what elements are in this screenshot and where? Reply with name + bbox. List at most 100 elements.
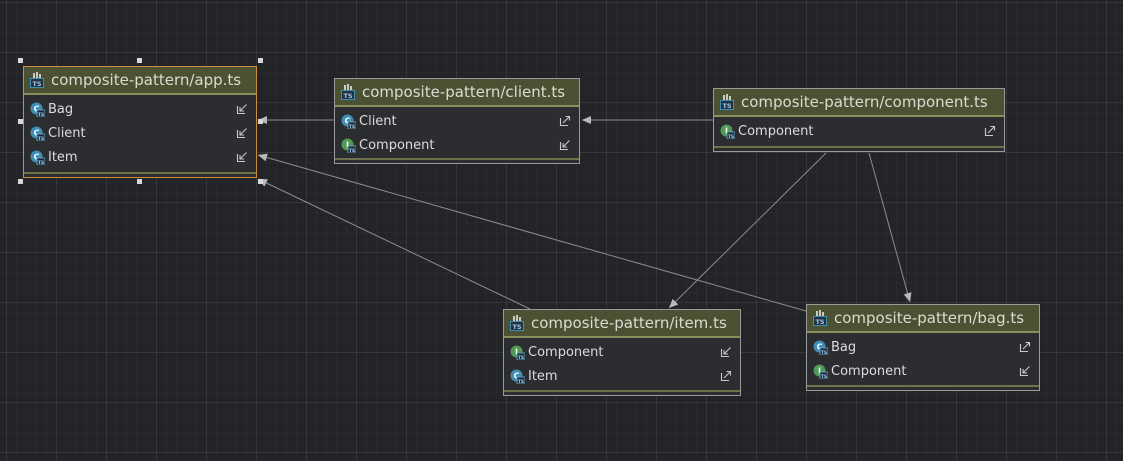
- svg-text:TS: TS: [518, 354, 524, 359]
- svg-text:I: I: [346, 140, 349, 149]
- selection-handle[interactable]: [137, 179, 142, 184]
- export-arrow-icon[interactable]: [720, 370, 732, 382]
- svg-text:TS: TS: [32, 80, 41, 88]
- node-title: composite-pattern/bag.ts: [834, 309, 1025, 327]
- node-header[interactable]: TS composite-pattern/bag.ts: [807, 305, 1039, 333]
- selection-handle[interactable]: [258, 58, 263, 63]
- edge-item-to-app[interactable]: [257, 178, 531, 310]
- svg-text:C: C: [514, 371, 520, 380]
- svg-text:TS: TS: [349, 147, 355, 152]
- edge-line: [257, 178, 531, 310]
- svg-text:TS: TS: [512, 323, 521, 331]
- svg-text:TS: TS: [728, 133, 734, 138]
- node-title: composite-pattern/app.ts: [51, 71, 242, 89]
- svg-text:TS: TS: [349, 123, 355, 128]
- member-label: Component: [359, 137, 435, 153]
- node-header[interactable]: TS composite-pattern/item.ts: [504, 310, 740, 338]
- edge-client-to-app[interactable]: [258, 116, 334, 124]
- member-label: Bag: [831, 339, 857, 355]
- selection-handle[interactable]: [258, 119, 263, 124]
- typescript-file-icon: TS: [30, 72, 44, 88]
- edge-bag-to-app[interactable]: [257, 153, 807, 312]
- edge-component-to-bag[interactable]: [868, 152, 912, 303]
- node-title: composite-pattern/client.ts: [362, 83, 566, 101]
- selection-handle[interactable]: [18, 58, 23, 63]
- node-header[interactable]: TS composite-pattern/client.ts: [335, 79, 579, 107]
- export-arrow-icon[interactable]: [984, 125, 996, 137]
- member-label: Client: [359, 113, 397, 129]
- svg-text:I: I: [818, 366, 821, 375]
- member-label: Item: [48, 149, 78, 165]
- edge-arrowhead: [258, 153, 268, 162]
- edge-arrowhead: [669, 298, 679, 308]
- svg-text:TS: TS: [38, 159, 44, 164]
- import-arrow-icon[interactable]: [236, 103, 248, 115]
- svg-text:C: C: [34, 104, 40, 113]
- node-footer-bar: [714, 146, 1004, 148]
- edge-component-to-item[interactable]: [668, 152, 827, 309]
- svg-text:TS: TS: [38, 111, 44, 116]
- typescript-file-icon: TS: [510, 315, 524, 331]
- typescript-file-icon: TS: [813, 310, 827, 326]
- export-arrow-icon[interactable]: [1019, 341, 1031, 353]
- import-arrow-icon[interactable]: [1019, 365, 1031, 377]
- node-header[interactable]: TS composite-pattern/component.ts: [714, 89, 1004, 117]
- svg-text:C: C: [34, 128, 40, 137]
- svg-text:TS: TS: [722, 102, 731, 110]
- import-arrow-icon[interactable]: [236, 127, 248, 139]
- selection-handle[interactable]: [18, 179, 23, 184]
- svg-text:C: C: [817, 342, 823, 351]
- selection-handle[interactable]: [258, 179, 263, 184]
- svg-text:I: I: [515, 347, 518, 356]
- selection-handle[interactable]: [137, 58, 142, 63]
- member-label: Client: [48, 125, 86, 141]
- svg-text:TS: TS: [343, 92, 352, 100]
- typescript-file-icon: TS: [720, 94, 734, 110]
- node-title: composite-pattern/component.ts: [741, 93, 988, 111]
- edge-line: [668, 152, 827, 309]
- import-arrow-icon[interactable]: [559, 139, 571, 151]
- edge-component-to-client[interactable]: [582, 116, 713, 124]
- svg-text:TS: TS: [821, 349, 827, 354]
- import-arrow-icon[interactable]: [720, 346, 732, 358]
- selection-handle[interactable]: [18, 119, 23, 124]
- node-header[interactable]: TS composite-pattern/app.ts: [24, 67, 256, 95]
- svg-text:TS: TS: [821, 373, 827, 378]
- edge-line: [257, 154, 807, 312]
- node-title: composite-pattern/item.ts: [531, 314, 727, 332]
- edge-arrowhead: [903, 292, 912, 302]
- export-arrow-icon[interactable]: [559, 115, 571, 127]
- import-arrow-icon[interactable]: [236, 151, 248, 163]
- svg-text:TS: TS: [38, 135, 44, 140]
- svg-text:TS: TS: [518, 378, 524, 383]
